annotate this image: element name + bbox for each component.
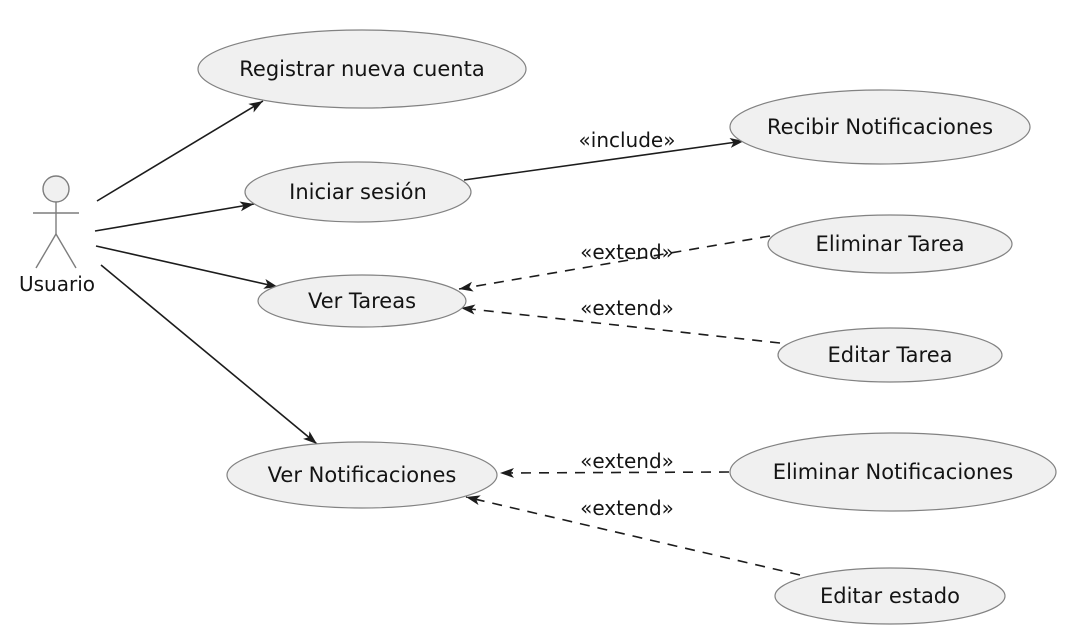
extend-relation-eliminar-tarea-ver-tareas: «extend» xyxy=(458,235,771,292)
usecase-ellipse xyxy=(774,567,1006,625)
usecase-ellipse xyxy=(257,274,467,328)
usecase-ellipse xyxy=(729,432,1057,512)
usecase-registrar-nueva-cuenta: Registrar nueva cuenta xyxy=(197,29,527,109)
extend-label: «extend» xyxy=(580,240,674,264)
usecase-ellipse xyxy=(226,441,498,509)
usecase-label: Iniciar sesión xyxy=(289,180,427,204)
include-label: «include» xyxy=(579,128,676,152)
include-relation-iniciar-recibir: «include» xyxy=(463,128,745,181)
usecase-editar-estado: Editar estado xyxy=(774,567,1006,625)
actor-label: Usuario xyxy=(19,272,95,296)
usecase-ver-notificaciones: Ver Notificaciones xyxy=(226,441,498,509)
actor-usuario: Usuario xyxy=(19,175,95,296)
extend-arrow xyxy=(499,467,730,478)
usecase-recibir-notificaciones: Recibir Notificaciones xyxy=(729,89,1031,165)
extend-relation-editar-tarea-ver-tareas: «extend» xyxy=(460,296,781,344)
usecase-label: Ver Tareas xyxy=(308,289,416,313)
extend-arrow xyxy=(465,495,801,576)
actor-head-icon xyxy=(42,175,70,203)
extend-label: «extend» xyxy=(580,496,674,520)
association-usuario-ver-notificaciones xyxy=(100,264,318,445)
include-arrow xyxy=(463,137,745,181)
extend-relation-eliminar-notificaciones-ver-notificaciones: «extend» xyxy=(499,449,730,478)
extend-relation-editar-estado-ver-notificaciones: «extend» xyxy=(465,495,801,576)
usecase-ellipse xyxy=(777,327,1003,383)
association-usuario-iniciar-sesion xyxy=(94,201,255,232)
usecase-label: Recibir Notificaciones xyxy=(767,115,993,139)
actor-leg-left-icon xyxy=(35,233,57,269)
usecase-ellipse xyxy=(729,89,1031,165)
usecase-label: Ver Notificaciones xyxy=(268,463,457,487)
extend-label: «extend» xyxy=(580,449,674,473)
association-usuario-ver-tareas xyxy=(95,245,279,289)
usecase-ver-tareas: Ver Tareas xyxy=(257,274,467,328)
usecase-label: Editar estado xyxy=(820,584,960,608)
usecase-ellipse xyxy=(197,29,527,109)
usecase-label: Editar Tarea xyxy=(827,343,952,367)
usecase-eliminar-notificaciones: Eliminar Notificaciones xyxy=(729,432,1057,512)
usecase-label: Registrar nueva cuenta xyxy=(239,57,484,81)
association-usuario-registrar xyxy=(96,100,264,202)
usecase-ellipse xyxy=(244,161,472,223)
usecase-editar-tarea: Editar Tarea xyxy=(777,327,1003,383)
actor-leg-right-icon xyxy=(55,233,77,269)
usecase-iniciar-sesion: Iniciar sesión xyxy=(244,161,472,223)
usecase-label: Eliminar Tarea xyxy=(816,232,965,256)
usecase-ellipse xyxy=(767,214,1013,274)
usecase-label: Eliminar Notificaciones xyxy=(773,460,1013,484)
extend-label: «extend» xyxy=(580,296,674,320)
usecase-eliminar-tarea: Eliminar Tarea xyxy=(767,214,1013,274)
